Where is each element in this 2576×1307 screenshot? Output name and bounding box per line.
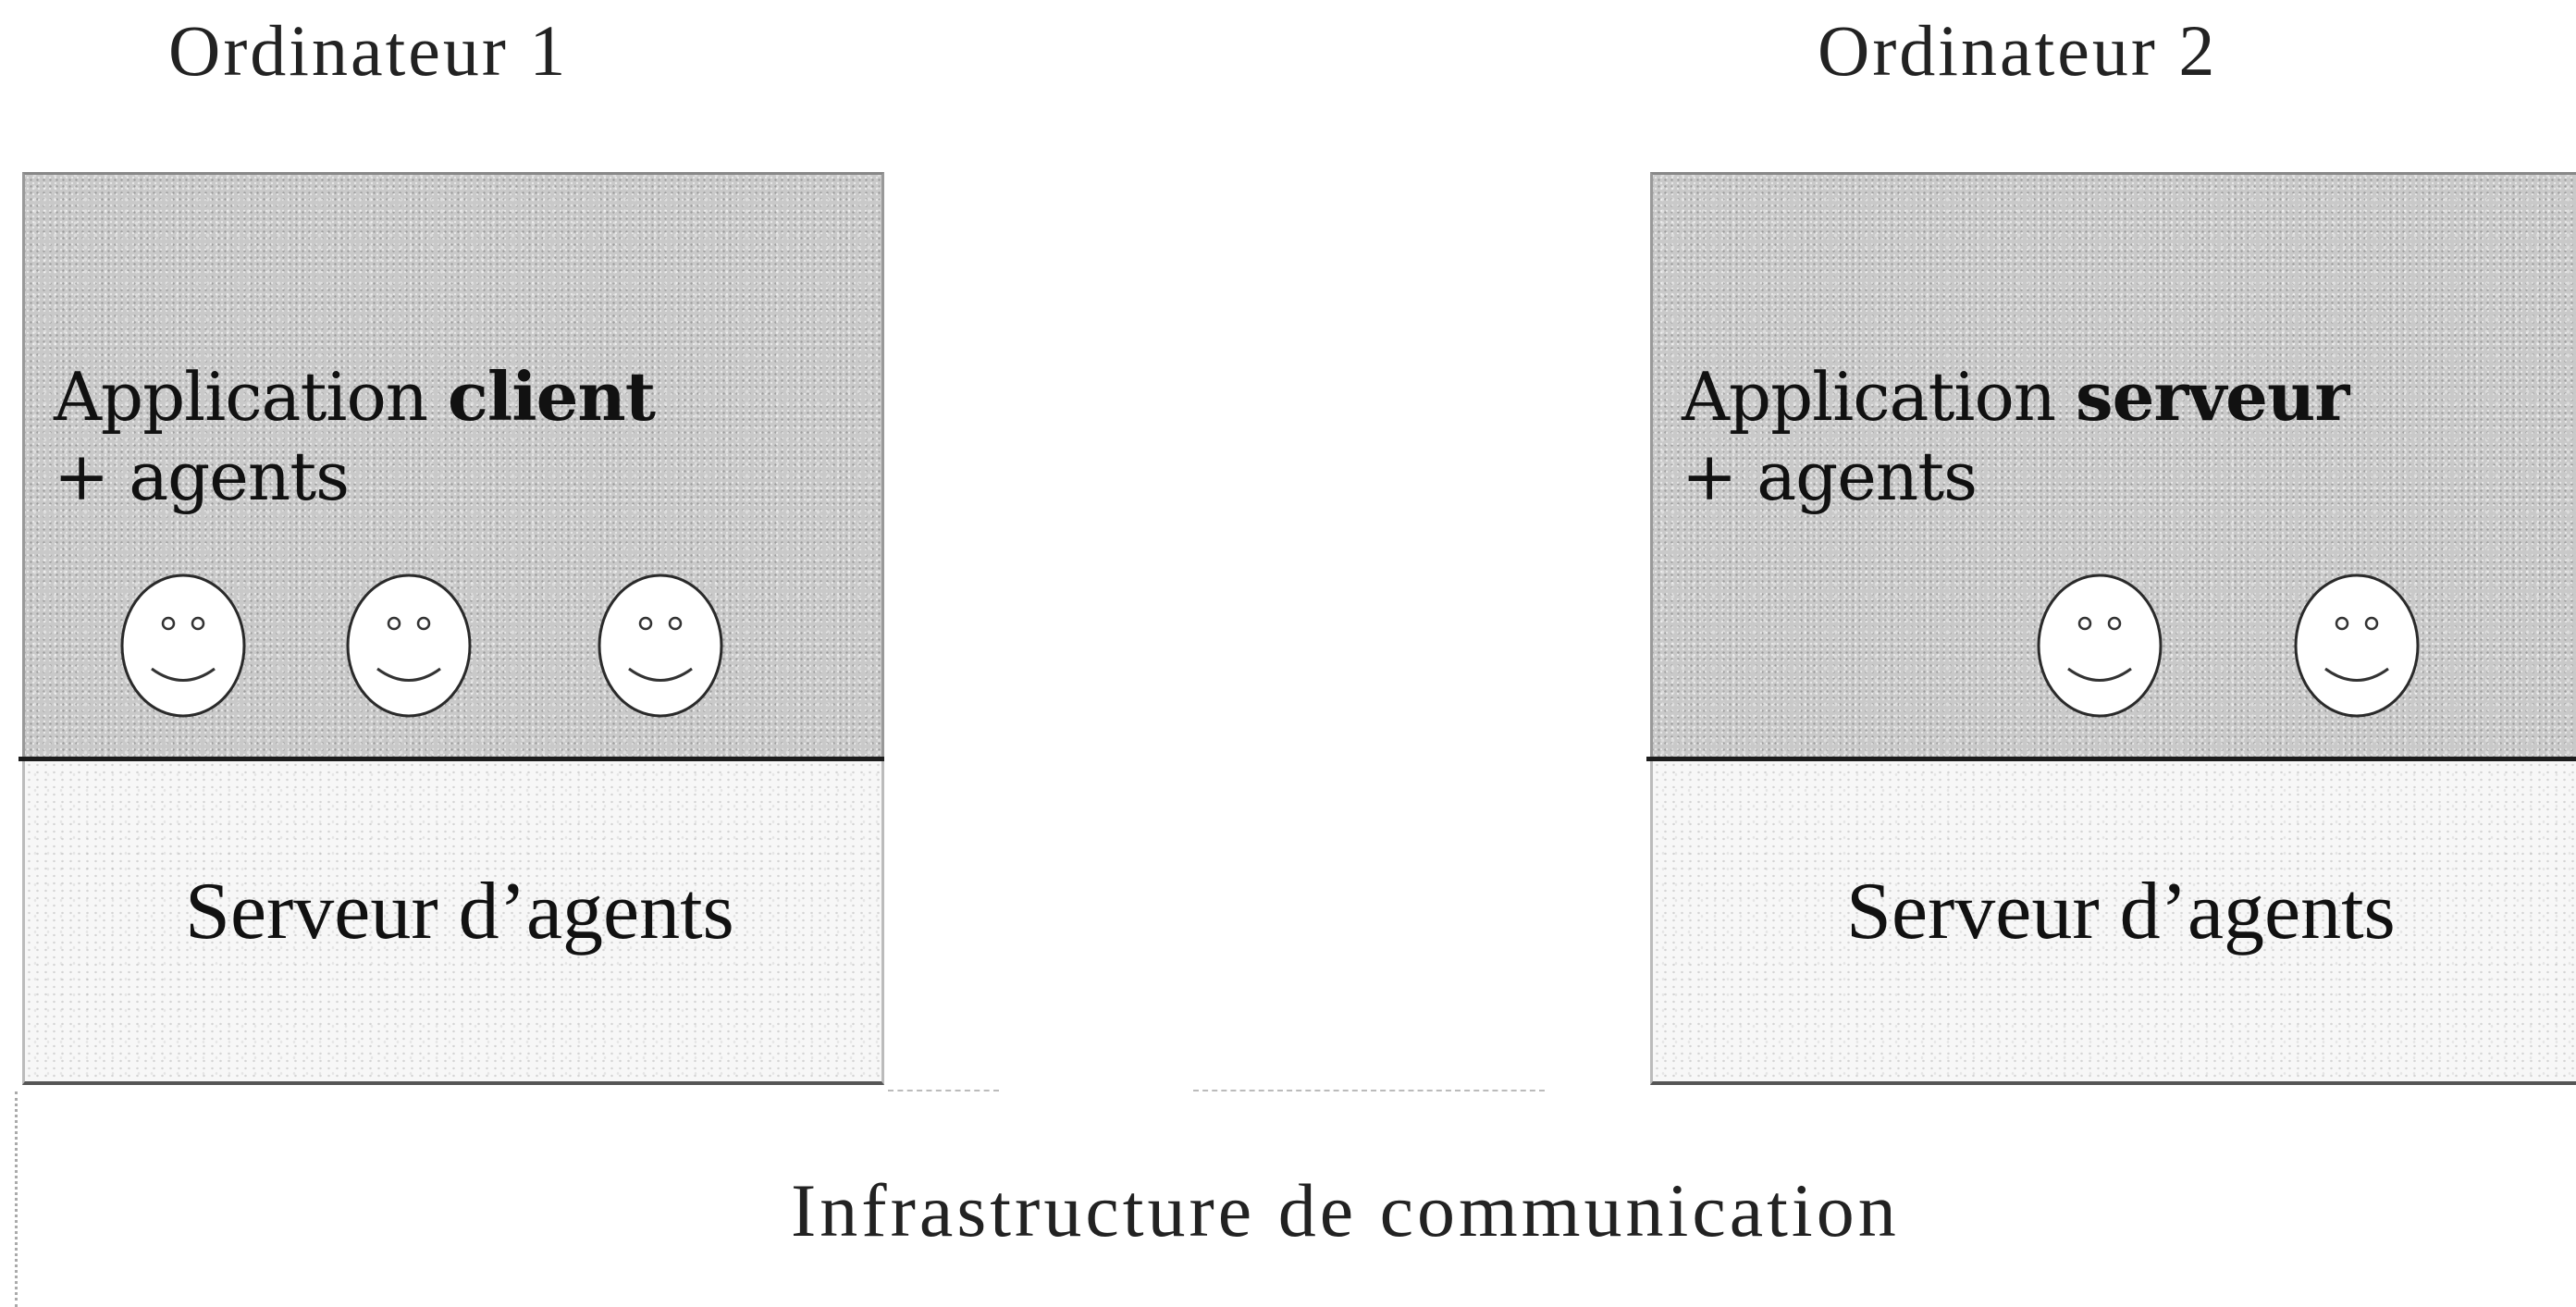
smiley-face-icon — [344, 572, 474, 720]
computer-1-box — [18, 172, 884, 1088]
infrastructure-line — [888, 1090, 999, 1091]
infrastructure-edge — [15, 1091, 18, 1307]
smiley-face-icon — [2035, 572, 2164, 720]
application-prefix: Application — [1682, 358, 2077, 436]
communication-infrastructure-label: Infrastructure de communication — [791, 1168, 1900, 1252]
application-client-label: Application client + agents — [54, 357, 656, 516]
computer-2-box — [1646, 172, 2576, 1088]
application-agents-line: + agents — [54, 438, 350, 515]
application-prefix: Application — [54, 358, 449, 436]
computer-1-title: Ordinateur 1 — [168, 10, 569, 91]
agent-server-layer — [1650, 761, 2576, 1085]
smiley-face-icon — [596, 572, 725, 720]
application-role: serveur — [2076, 357, 2349, 436]
smiley-face-icon — [118, 572, 248, 720]
infrastructure-line — [1193, 1090, 1545, 1091]
agent-server-label: Serveur d’agents — [1846, 867, 2396, 956]
agent-server-layer — [22, 761, 884, 1085]
layer-divider — [18, 757, 884, 761]
layer-divider — [1646, 757, 2576, 761]
application-agents-line: + agents — [1682, 438, 1978, 515]
application-role: client — [448, 357, 656, 436]
computer-2-title: Ordinateur 2 — [1818, 10, 2218, 91]
smiley-face-icon — [2292, 572, 2422, 720]
application-server-label: Application serveur + agents — [1682, 357, 2349, 516]
agent-server-label: Serveur d’agents — [185, 867, 734, 956]
